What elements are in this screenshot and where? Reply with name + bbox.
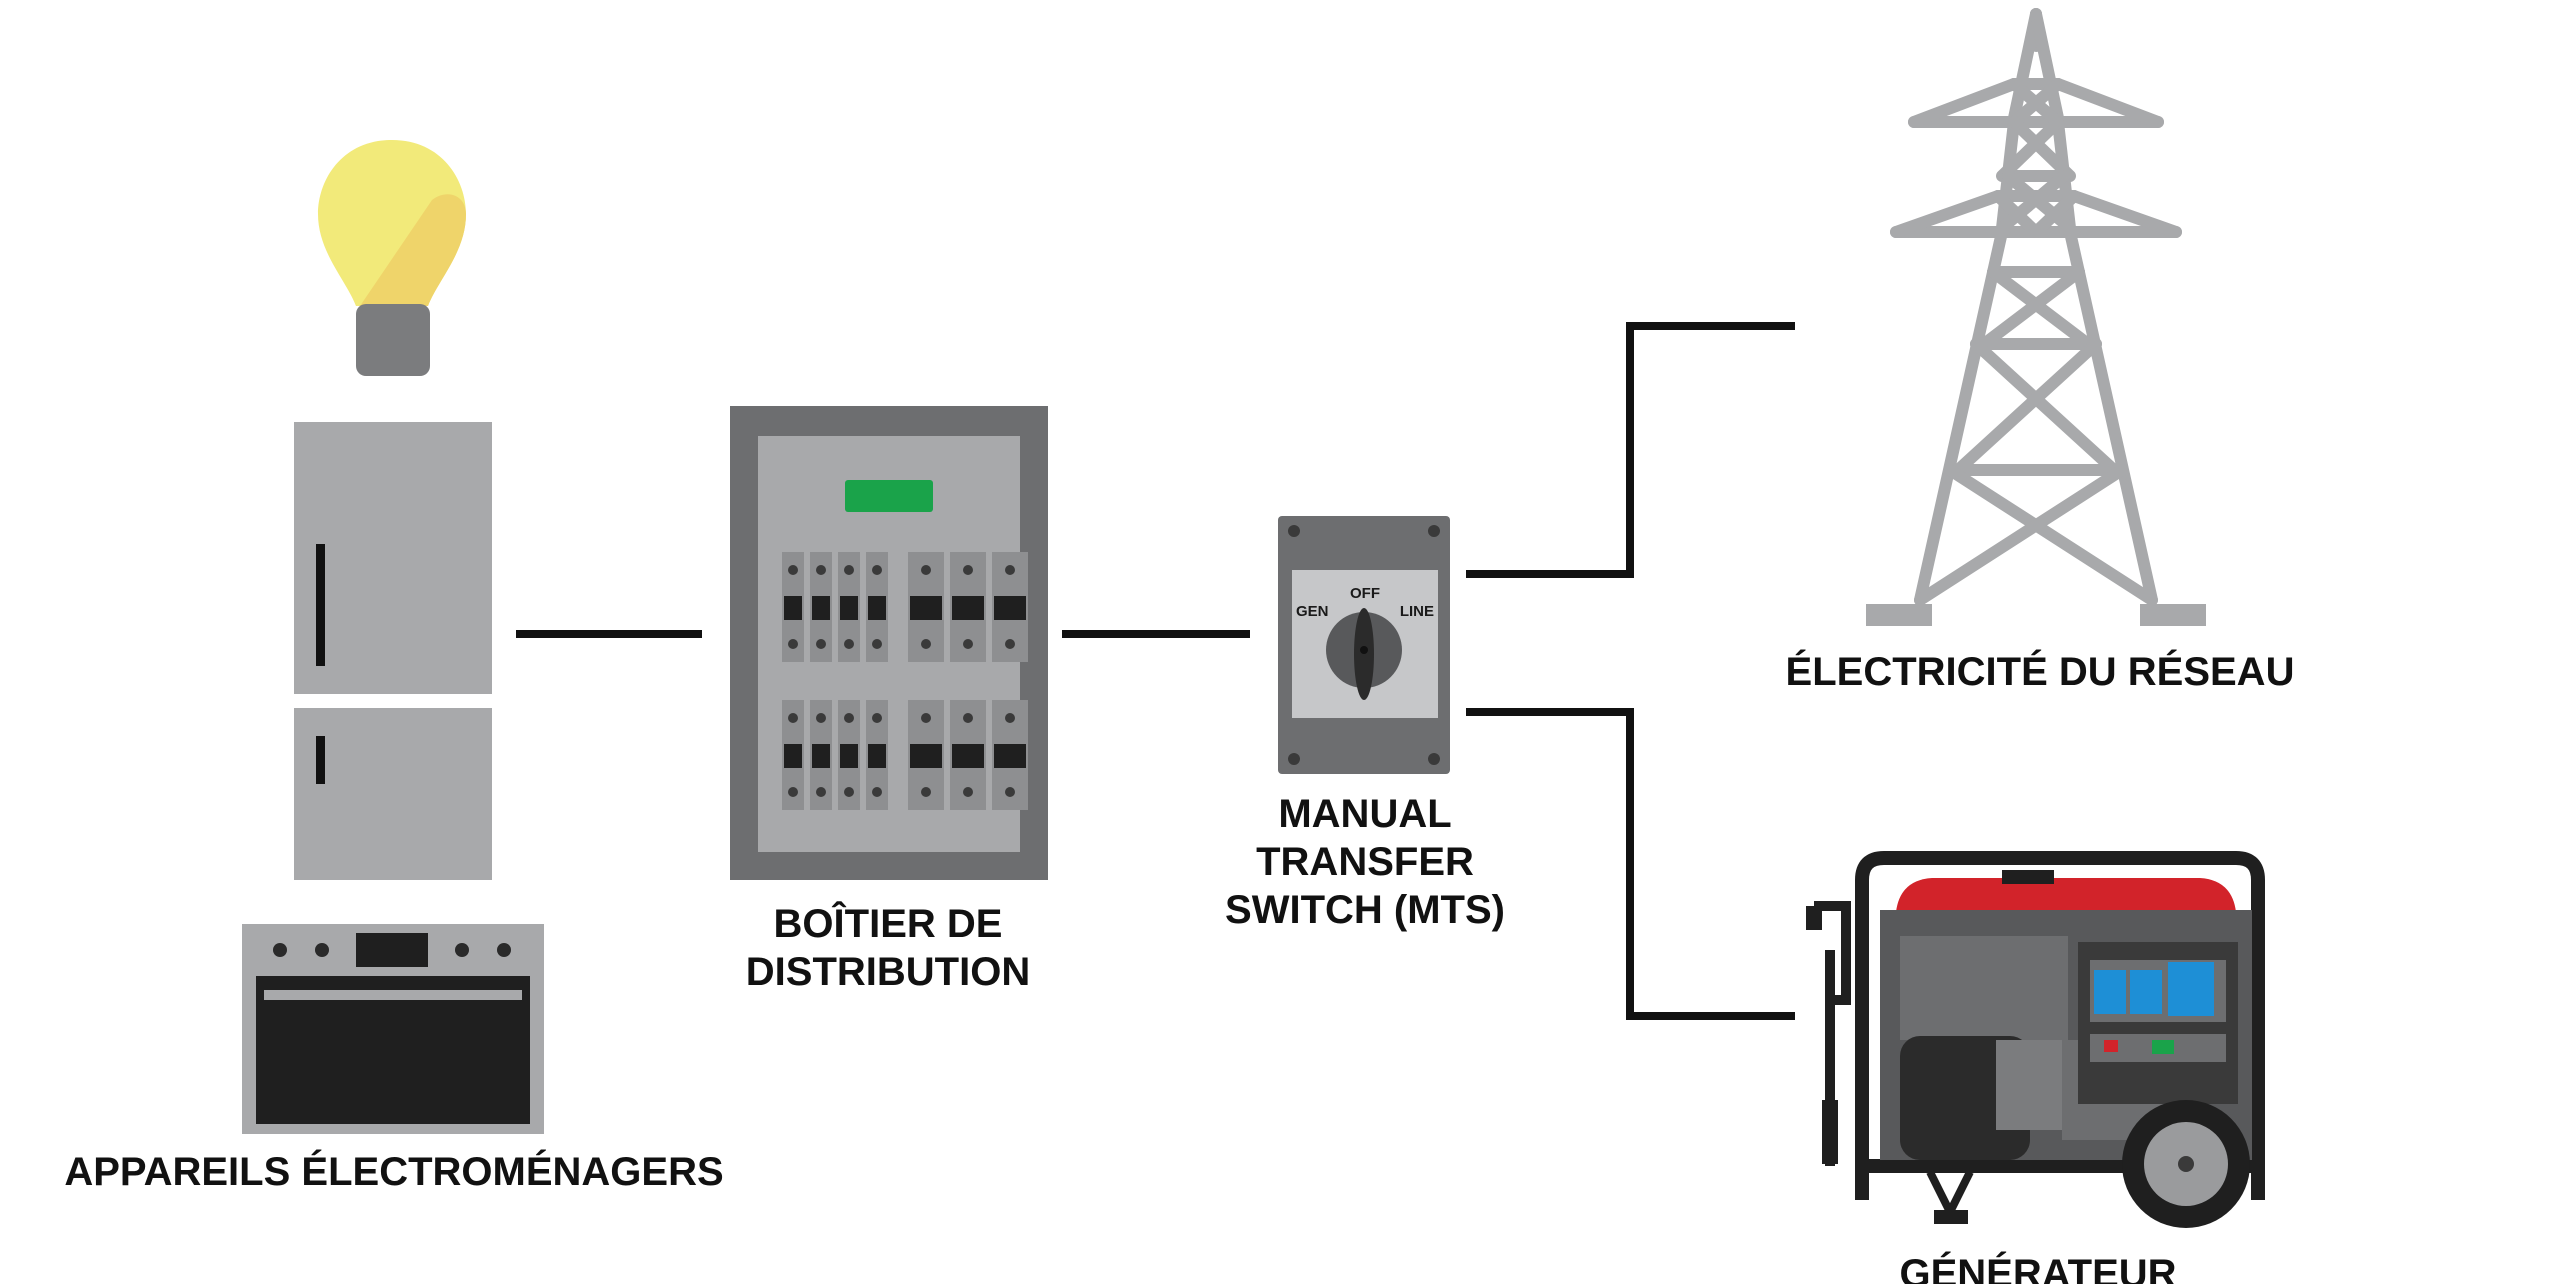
label-distribution-box: BOÎTIER DE DISTRIBUTION [700, 900, 1076, 996]
label-distribution-line1: BOÎTIER DE [773, 902, 1003, 946]
light-bulb-icon [318, 140, 466, 376]
switch-label-off: OFF [1350, 585, 1380, 602]
label-transfer-switch: MANUAL TRANSFER SWITCH (MTS) [1184, 790, 1546, 934]
oven-icon [242, 924, 544, 1134]
breaker-row [782, 552, 1028, 662]
breaker-switch [952, 596, 984, 620]
label-distribution-line2: DISTRIBUTION [745, 950, 1031, 994]
label-grid-electricity: ÉLECTRICITÉ DU RÉSEAU [1785, 650, 2295, 694]
switch-label-line: LINE [1400, 603, 1434, 620]
breaker-switch [812, 744, 830, 768]
generator-icon [1806, 851, 2265, 1228]
breaker-switch [812, 596, 830, 620]
transfer-switch-icon: OFF GEN LINE [1278, 516, 1450, 774]
label-mts-line3: SWITCH (MTS) [1225, 888, 1505, 932]
label-mts-line2: TRANSFER [1256, 840, 1474, 884]
breaker-switch [784, 596, 802, 620]
refrigerator-icon [294, 422, 492, 880]
breaker-switch [840, 596, 858, 620]
wire-switch-to-grid [1466, 322, 1795, 578]
transmission-tower-icon [1866, 8, 2206, 626]
distribution-panel-icon [730, 406, 1048, 880]
breaker-row [782, 700, 1028, 810]
breaker-switch [868, 596, 886, 620]
panel-indicator [845, 480, 933, 512]
label-generator: GÉNÉRATEUR [1899, 1252, 2177, 1284]
breaker-switch [840, 744, 858, 768]
breaker-switch [910, 596, 942, 620]
wire-switch-to-generator [1466, 708, 1795, 1020]
breaker-switch [994, 744, 1026, 768]
breaker-switch [784, 744, 802, 768]
breaker-switch [910, 744, 942, 768]
breaker-switch [952, 744, 984, 768]
label-appliances: APPAREILS ÉLECTROMÉNAGERS [64, 1150, 724, 1194]
breaker-switch [994, 596, 1026, 620]
switch-label-gen: GEN [1296, 603, 1329, 620]
wires [516, 322, 1795, 1020]
breaker-switch [868, 744, 886, 768]
label-mts-line1: MANUAL [1278, 792, 1452, 836]
